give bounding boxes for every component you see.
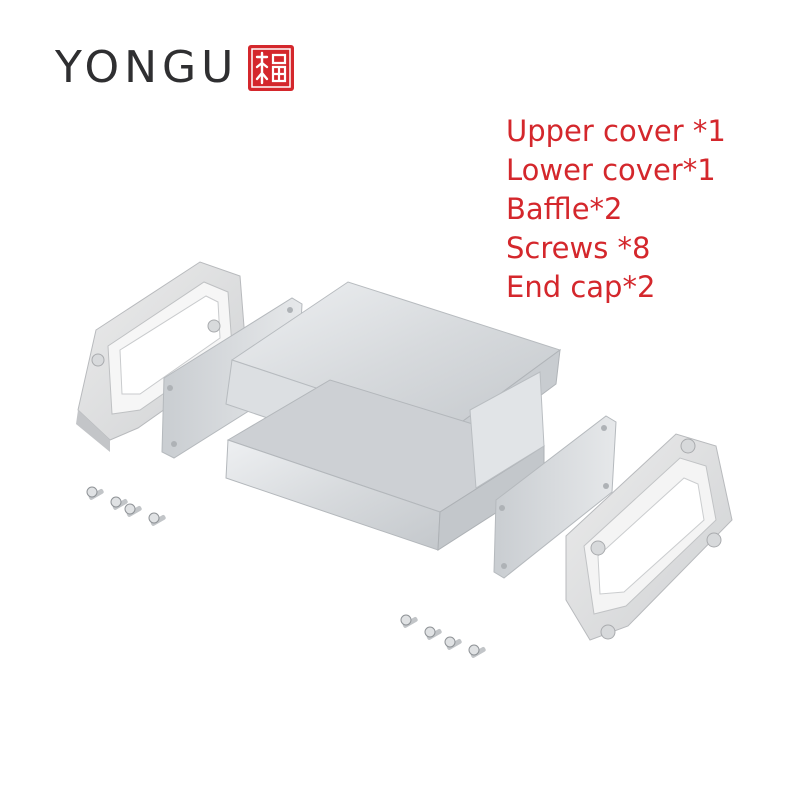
brand-logo: YONGU [55,42,295,93]
parts-list-item-lower-cover: Lower cover*1 [506,153,716,187]
baffle-right [493,415,617,579]
screw [468,644,486,658]
lower-cover [225,371,546,551]
screw [110,496,128,510]
end-cap-left [76,261,247,452]
screw [148,512,166,526]
screws-right [400,614,486,658]
parts-list-item-upper-cover: Upper cover *1 [506,114,726,148]
end-cap-right [565,433,733,641]
screw [444,636,462,650]
screws-left [86,486,166,526]
screw [424,626,442,640]
parts-list: Upper cover *1 Lower cover*1 Baffle*2 Sc… [506,112,726,307]
parts-list-item-baffle: Baffle*2 [506,192,623,226]
parts-list-item-screws: Screws *8 [506,231,651,265]
screw [86,486,104,500]
yongu-seal-icon [248,45,295,91]
screw [400,614,418,628]
parts-list-item-end-cap: End cap*2 [506,270,656,304]
screw [124,503,142,517]
brand-name: YONGU [55,42,239,93]
